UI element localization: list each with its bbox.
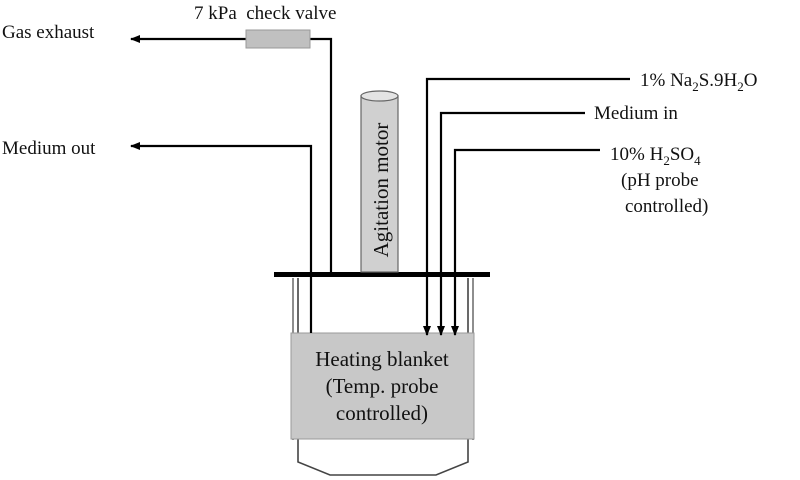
acid-sub1: 2 — [663, 153, 670, 168]
acid-text-a: 10% H — [610, 144, 664, 165]
sulfide-text-b: S.9H — [699, 70, 738, 91]
gas-exhaust-label: Gas exhaust — [2, 22, 95, 43]
sulfide-text-c: O — [744, 70, 758, 91]
sulfide-text-a: 1% Na — [640, 70, 693, 91]
check-valve-label: 7 kPa check valve — [194, 3, 336, 24]
acid-note-line2: controlled) — [625, 196, 708, 217]
acid-text-b: SO — [670, 144, 694, 165]
acid-sub2: 4 — [694, 153, 701, 168]
heating-blanket-box — [290, 332, 475, 440]
sulfide-sub2: 2 — [737, 79, 744, 94]
medium-in-line — [437, 111, 585, 336]
agitation-motor-top — [360, 90, 399, 102]
sulfide-feed-line — [423, 77, 630, 336]
heating-blanket-label-line2: (Temp. probe — [326, 374, 439, 398]
vessel-lid — [274, 272, 490, 277]
gas-exhaust-line — [130, 35, 333, 272]
agitation-motor-label: Agitation motor — [369, 123, 393, 258]
heating-blanket-label-line3: controlled) — [336, 401, 428, 425]
sulfide-sub1: 2 — [692, 79, 699, 94]
sulfide-feed-label: 1% Na2S.9H2O — [640, 70, 758, 94]
acid-feed-line — [451, 148, 600, 336]
acid-feed-label: 10% H2SO4 — [610, 144, 701, 168]
acid-note-line1: (pH probe — [621, 170, 699, 191]
medium-in-label: Medium in — [594, 103, 678, 124]
medium-out-line — [130, 142, 313, 333]
heating-blanket-label-line1: Heating blanket — [315, 347, 449, 371]
check-valve — [245, 29, 311, 49]
medium-out-label: Medium out — [2, 138, 96, 159]
